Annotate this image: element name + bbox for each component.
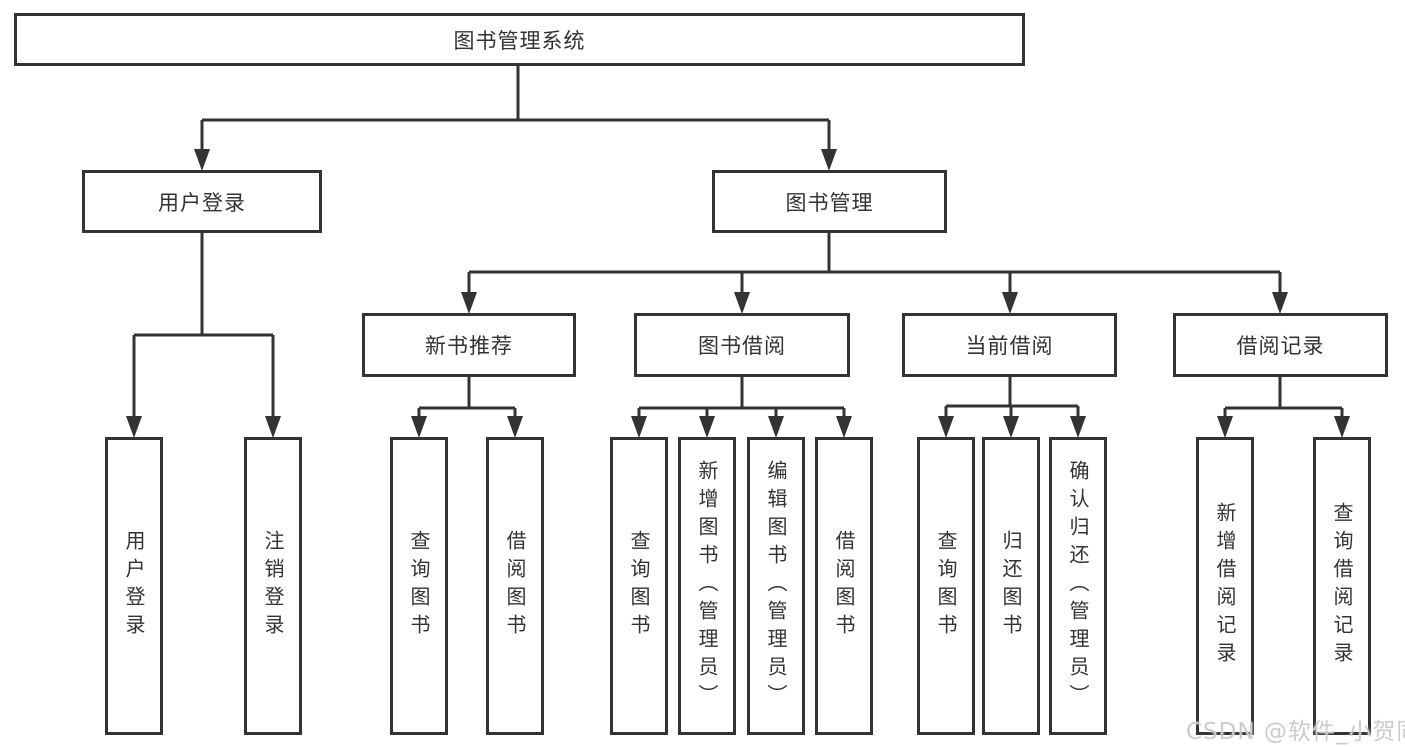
leaf-label: 新增图书（管理员） bbox=[695, 460, 719, 712]
arrowhead-icon bbox=[265, 416, 281, 438]
leaf-query-books-recommend: 查询图书 bbox=[390, 437, 448, 735]
leaf-user-login: 用户登录 bbox=[105, 437, 163, 735]
leaf-label: 查询借阅记录 bbox=[1330, 502, 1354, 670]
node-borrow-records: 借阅记录 bbox=[1173, 313, 1388, 377]
arrowhead-icon bbox=[411, 416, 427, 438]
arrowhead-icon bbox=[1334, 416, 1350, 438]
node-new-book-recommend: 新书推荐 bbox=[362, 313, 576, 377]
leaf-label: 归还图书 bbox=[999, 530, 1023, 642]
node-book-management: 图书管理 bbox=[712, 170, 947, 233]
leaf-confirm-return-admin: 确认归还（管理员） bbox=[1049, 437, 1107, 735]
node-current-borrow: 当前借阅 bbox=[902, 313, 1117, 377]
leaf-return-book: 归还图书 bbox=[982, 437, 1040, 735]
connector-current-borrow-children bbox=[938, 377, 1086, 438]
node-user-login: 用户登录 bbox=[82, 170, 322, 233]
leaf-label: 查询图书 bbox=[407, 530, 431, 642]
arrowhead-icon bbox=[1272, 292, 1288, 314]
leaf-query-books-borrow: 查询图书 bbox=[610, 437, 668, 735]
leaf-label: 编辑图书（管理员） bbox=[764, 460, 788, 712]
connector-borrow-records-children bbox=[1217, 377, 1350, 438]
leaf-label: 查询图书 bbox=[627, 530, 651, 642]
leaf-label: 查询图书 bbox=[934, 530, 958, 642]
node-library-management-system: 图书管理系统 bbox=[14, 13, 1025, 66]
leaf-query-borrow-record: 查询借阅记录 bbox=[1313, 437, 1371, 735]
arrowhead-icon bbox=[1002, 292, 1018, 314]
leaf-add-book-admin: 新增图书（管理员） bbox=[678, 437, 736, 735]
leaf-label: 借阅图书 bbox=[503, 530, 527, 642]
leaf-label: 注销登录 bbox=[261, 530, 285, 642]
connector-user-login-children bbox=[126, 233, 281, 438]
leaf-label: 确认归还（管理员） bbox=[1066, 460, 1090, 712]
leaf-label: 新增借阅记录 bbox=[1213, 502, 1237, 670]
arrowhead-icon bbox=[1070, 416, 1086, 438]
leaf-query-books-current: 查询图书 bbox=[917, 437, 975, 735]
arrowhead-icon bbox=[507, 416, 523, 438]
arrowhead-icon bbox=[461, 292, 477, 314]
connector-root-to-level2 bbox=[194, 66, 837, 171]
leaf-add-borrow-record: 新增借阅记录 bbox=[1196, 437, 1254, 735]
leaf-logout: 注销登录 bbox=[244, 437, 302, 735]
leaf-label: 借阅图书 bbox=[832, 530, 856, 642]
node-book-borrow: 图书借阅 bbox=[634, 313, 850, 377]
arrowhead-icon bbox=[1217, 416, 1233, 438]
csdn-watermark: CSDN @软件_小贺同学 bbox=[1186, 719, 1405, 745]
arrowhead-icon bbox=[734, 292, 750, 314]
arrowhead-icon bbox=[836, 416, 852, 438]
arrowhead-icon bbox=[126, 416, 142, 438]
leaf-edit-book-admin: 编辑图书（管理员） bbox=[747, 437, 805, 735]
arrowhead-icon bbox=[821, 149, 837, 171]
leaf-borrow-books-recommend: 借阅图书 bbox=[486, 437, 544, 735]
arrowhead-icon bbox=[699, 416, 715, 438]
leaf-label: 用户登录 bbox=[122, 530, 146, 642]
arrowhead-icon bbox=[1003, 416, 1019, 438]
connector-book-borrow-children bbox=[631, 377, 852, 438]
arrowhead-icon bbox=[768, 416, 784, 438]
connector-book-management-children bbox=[461, 233, 1288, 314]
connector-new-book-recommend-children bbox=[411, 377, 523, 438]
arrowhead-icon bbox=[938, 416, 954, 438]
arrowhead-icon bbox=[194, 149, 210, 171]
leaf-borrow-books: 借阅图书 bbox=[815, 437, 873, 735]
arrowhead-icon bbox=[631, 416, 647, 438]
